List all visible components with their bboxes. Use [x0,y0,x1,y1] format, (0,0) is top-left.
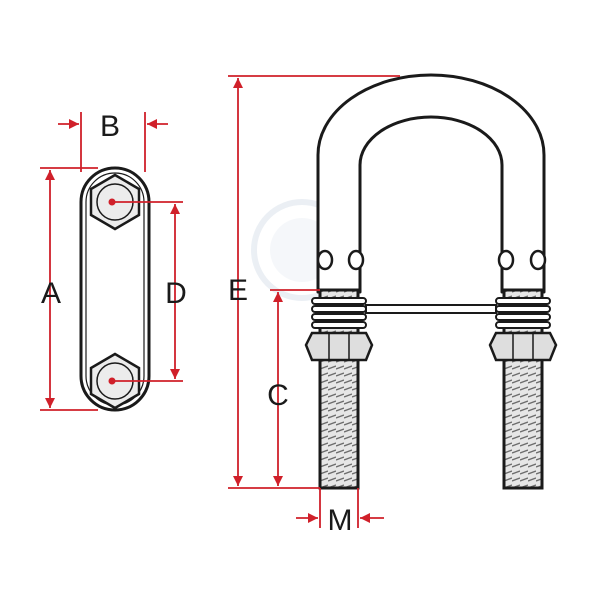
bottom-hole-center-dot [108,377,116,385]
u-bolt-bend [316,73,546,294]
backing-plate [79,166,151,412]
right-hex-nut-icon [488,331,558,362]
dimension-label-e: E [228,274,248,307]
clamp-plate [365,304,497,314]
dimension-label-a: A [41,277,61,310]
right-spring-icon [495,297,551,329]
top-hole-center-dot [108,198,116,206]
dimension-label-m: M [328,504,353,537]
left-spring-icon [311,297,367,329]
left-hex-nut-icon [304,331,374,362]
bolt-hole-icons [316,249,547,271]
dimension-lines [40,75,400,528]
dimension-label-b: B [100,110,120,143]
dimension-label-d: D [165,277,187,310]
dimension-label-c: C [267,379,289,412]
